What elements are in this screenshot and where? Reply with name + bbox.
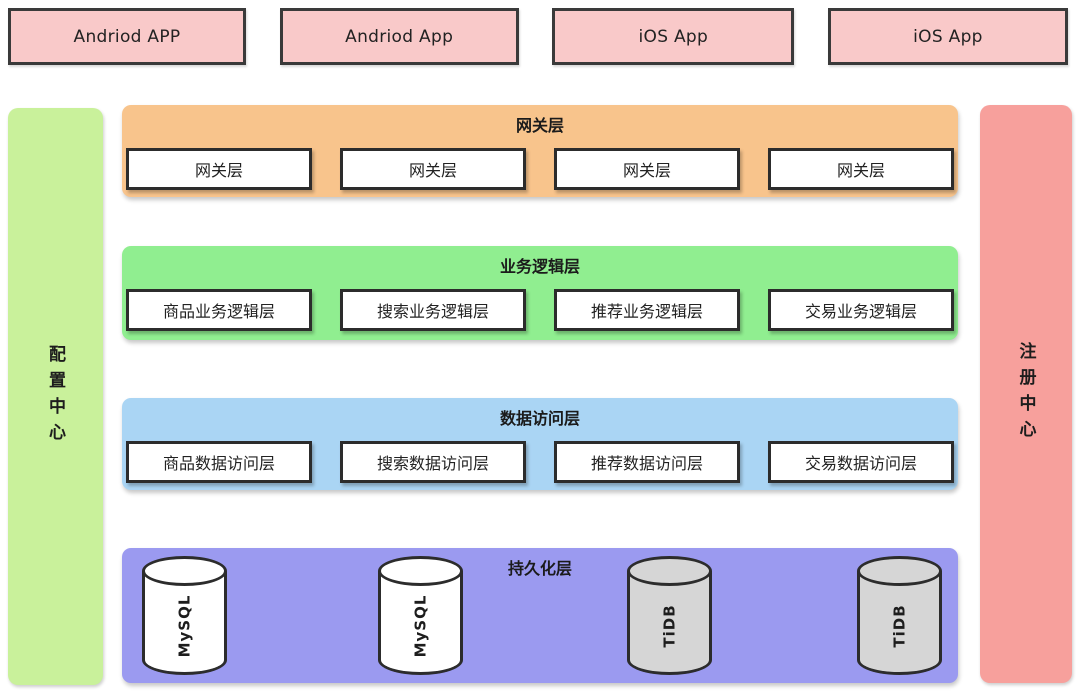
data-access-boxes-row: 商品数据访问层 搜索数据访问层 推荐数据访问层 交易数据访问层 bbox=[126, 441, 954, 483]
gateway-boxes-row: 网关层 网关层 网关层 网关层 bbox=[126, 148, 954, 190]
business-box-label: 搜索业务逻辑层 bbox=[376, 302, 489, 321]
app-box-label: iOS App bbox=[913, 26, 983, 47]
data-access-box-trade: 交易数据访问层 bbox=[768, 441, 954, 483]
layer-data-access: 数据访问层 商品数据访问层 搜索数据访问层 推荐数据访问层 交易数据访问层 bbox=[122, 398, 958, 490]
gateway-box-label: 网关层 bbox=[194, 161, 243, 180]
gateway-box-1: 网关层 bbox=[126, 148, 312, 190]
business-box-trade: 交易业务逻辑层 bbox=[768, 289, 954, 331]
database-label: TiDB bbox=[890, 603, 909, 648]
registry-center-bar: 注册中心 bbox=[980, 105, 1072, 683]
config-center-bar: 配置中心 bbox=[8, 108, 103, 685]
business-boxes-row: 商品业务逻辑层 搜索业务逻辑层 推荐业务逻辑层 交易业务逻辑层 bbox=[126, 289, 954, 331]
gateway-box-label: 网关层 bbox=[622, 161, 671, 180]
gateway-box-3: 网关层 bbox=[554, 148, 740, 190]
business-box-product: 商品业务逻辑层 bbox=[126, 289, 312, 331]
business-box-label: 商品业务逻辑层 bbox=[162, 302, 275, 321]
gateway-box-label: 网关层 bbox=[836, 161, 885, 180]
data-access-box-recommend: 推荐数据访问层 bbox=[554, 441, 740, 483]
app-box-label: Andriod APP bbox=[73, 26, 181, 47]
data-access-box-product: 商品数据访问层 bbox=[126, 441, 312, 483]
app-box-ios-1: iOS App bbox=[552, 8, 795, 65]
gateway-box-4: 网关层 bbox=[768, 148, 954, 190]
layer-business-logic-title: 业务逻辑层 bbox=[499, 257, 580, 276]
business-box-label: 推荐业务逻辑层 bbox=[590, 302, 703, 321]
data-access-box-label: 交易数据访问层 bbox=[804, 454, 917, 473]
registry-center-label: 注册中心 bbox=[1015, 342, 1036, 446]
database-cylinder-mysql-2: MySQL bbox=[378, 556, 463, 675]
layer-gateway: 网关层 网关层 网关层 网关层 网关层 bbox=[122, 105, 958, 197]
database-cylinder-tidb-2: TiDB bbox=[857, 556, 942, 675]
cylinder-body bbox=[142, 571, 227, 675]
database-label: TiDB bbox=[660, 603, 679, 648]
gateway-box-label: 网关层 bbox=[408, 161, 457, 180]
database-cylinder-mysql-1: MySQL bbox=[142, 556, 227, 675]
app-box-android-1: Andriod APP bbox=[8, 8, 246, 65]
cylinder-top bbox=[857, 556, 942, 586]
database-label: MySQL bbox=[175, 594, 194, 657]
data-access-box-search: 搜索数据访问层 bbox=[340, 441, 526, 483]
business-box-label: 交易业务逻辑层 bbox=[804, 302, 917, 321]
cylinder-body bbox=[378, 571, 463, 675]
layer-data-access-title: 数据访问层 bbox=[499, 409, 580, 428]
app-box-ios-2: iOS App bbox=[827, 8, 1068, 65]
layer-gateway-title: 网关层 bbox=[515, 116, 564, 135]
layer-business-logic: 业务逻辑层 商品业务逻辑层 搜索业务逻辑层 推荐业务逻辑层 交易业务逻辑层 bbox=[122, 246, 958, 340]
cylinder-top bbox=[142, 556, 227, 586]
config-center-label: 配置中心 bbox=[45, 344, 65, 449]
layer-persistence-title: 持久化层 bbox=[507, 559, 572, 578]
client-apps-row: Andriod APP Andriod App iOS App iOS App bbox=[8, 8, 1068, 65]
cylinder-body bbox=[627, 571, 712, 675]
gateway-box-2: 网关层 bbox=[340, 148, 526, 190]
cylinder-top bbox=[378, 556, 463, 586]
business-box-search: 搜索业务逻辑层 bbox=[340, 289, 526, 331]
database-label: MySQL bbox=[411, 594, 430, 657]
app-box-label: iOS App bbox=[638, 26, 709, 47]
app-box-label: Andriod App bbox=[345, 26, 454, 47]
app-box-android-2: Andriod App bbox=[279, 8, 519, 65]
data-access-box-label: 推荐数据访问层 bbox=[590, 454, 703, 473]
data-access-box-label: 搜索数据访问层 bbox=[376, 454, 489, 473]
cylinder-body bbox=[857, 571, 942, 675]
data-access-box-label: 商品数据访问层 bbox=[162, 454, 275, 473]
layer-persistence: 持久化层 MySQL MySQL TiDB TiDB bbox=[122, 548, 958, 683]
cylinder-top bbox=[627, 556, 712, 586]
database-cylinder-tidb-1: TiDB bbox=[627, 556, 712, 675]
business-box-recommend: 推荐业务逻辑层 bbox=[554, 289, 740, 331]
